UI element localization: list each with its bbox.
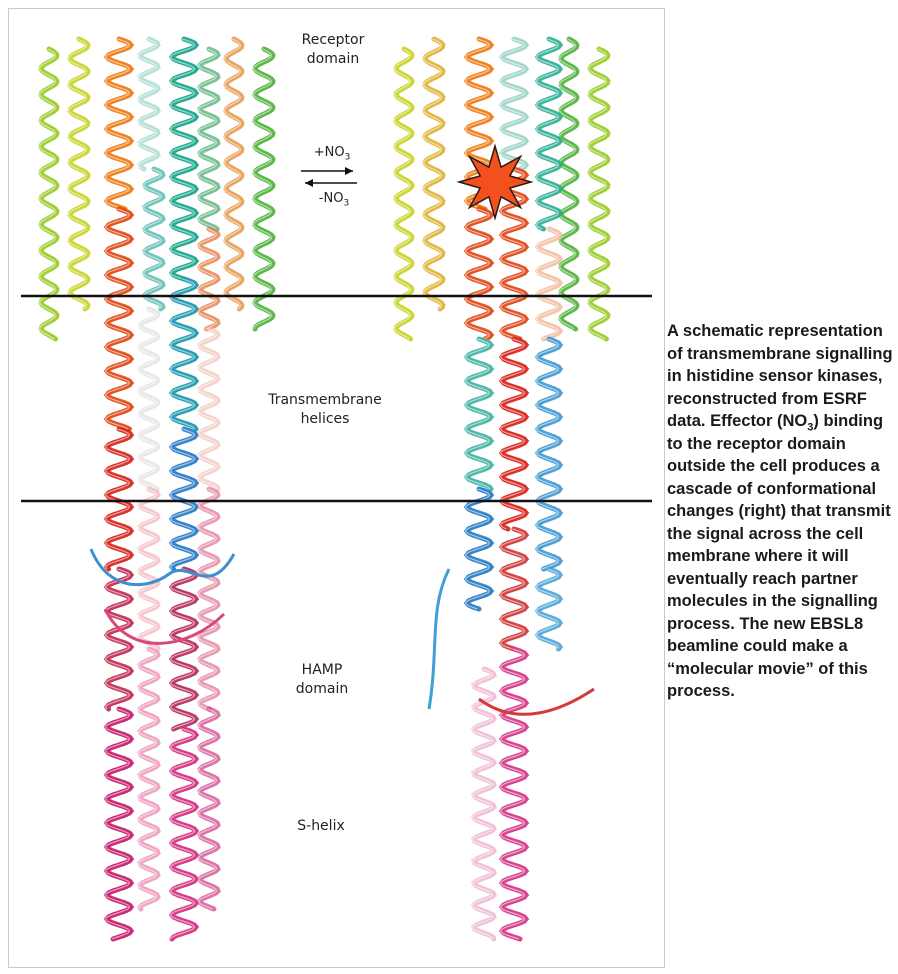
left-helix-d-seg-0 bbox=[200, 49, 218, 229]
right-hamp-loop-2 bbox=[479, 689, 594, 714]
plus-no3-label: +NO3 bbox=[302, 143, 362, 168]
hamp-domain-label: HAMP domain bbox=[287, 661, 357, 699]
right-helix-a-seg-2 bbox=[467, 339, 491, 489]
transmembrane-helices-label: Transmembrane helices bbox=[255, 391, 395, 429]
forward-arrow-head bbox=[345, 167, 353, 175]
left-helix-c-seg-1 bbox=[172, 279, 196, 429]
figure-caption: A schematic representation of transmembr… bbox=[667, 320, 895, 703]
reverse-arrow-head bbox=[305, 179, 313, 187]
left-helix-d-seg-4 bbox=[200, 709, 218, 909]
left-helix-b-seg-2 bbox=[140, 309, 158, 489]
right-hamp-loop bbox=[429, 569, 449, 709]
ligand-binding-star bbox=[459, 146, 531, 218]
left-helix-d-seg-1 bbox=[200, 229, 218, 329]
s-helix-label: S-helix bbox=[281, 817, 361, 836]
minus-no3-label: -NO3 bbox=[304, 189, 364, 214]
left-helix-c-seg-4 bbox=[172, 729, 196, 939]
figure-panel: Receptor domain +NO3 -NO3 Transmembrane … bbox=[8, 8, 665, 968]
receptor-domain-label: Receptor domain bbox=[293, 31, 373, 69]
